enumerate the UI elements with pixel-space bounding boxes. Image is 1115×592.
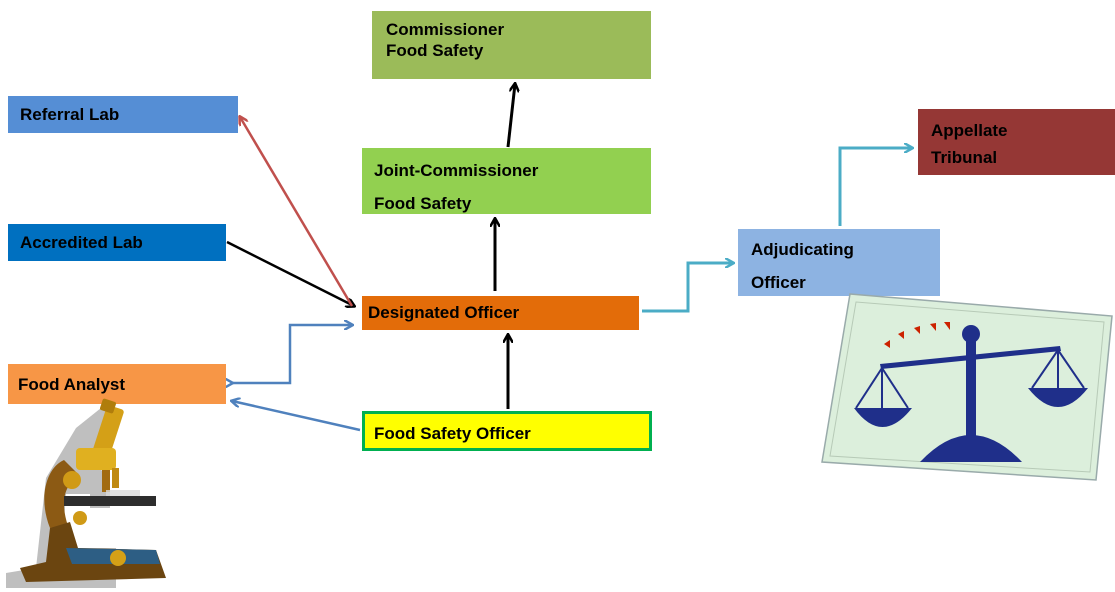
accredited-lab-box: Accredited Lab	[8, 224, 226, 261]
food-analyst-label: Food Analyst	[18, 375, 126, 394]
scales-of-justice-icon	[821, 293, 1113, 481]
commissioner-line1: Commissioner	[386, 20, 505, 39]
accredited-lab-label: Accredited Lab	[20, 233, 143, 252]
food-analyst-box: Food Analyst	[8, 364, 226, 404]
arrow-designated-to-adjudicating	[642, 263, 733, 313]
adjudicating-officer-line2: Officer	[751, 273, 806, 293]
joint-commissioner-line2: Food Safety	[374, 194, 472, 214]
appellate-tribunal-line2: Tribunal	[931, 148, 998, 168]
joint-commissioner-line1: Joint-Commissioner	[374, 161, 539, 180]
adjudicating-officer-line1: Adjudicating	[751, 240, 854, 259]
designated-officer-box: Designated Officer	[362, 296, 639, 330]
arrow-adjudicating-to-appellate	[838, 148, 912, 226]
arrow-joint-to-commissioner	[506, 84, 515, 148]
commissioner-food-safety-box: Commissioner Food Safety	[372, 11, 651, 79]
microscope-icon	[6, 398, 166, 588]
joint-commissioner-box: Joint-Commissioner Food Safety	[362, 148, 651, 214]
arrow-designated-to-referral	[240, 117, 354, 307]
referral-lab-label: Referral Lab	[20, 105, 120, 124]
appellate-tribunal-box: Appellate Tribunal	[918, 109, 1115, 175]
arrow-accredited-to-designated	[226, 240, 354, 306]
designated-officer-label: Designated Officer	[368, 303, 520, 322]
commissioner-line2: Food Safety	[386, 41, 484, 61]
appellate-tribunal-line1: Appellate	[931, 121, 1008, 140]
food-safety-officer-label: Food Safety Officer	[374, 424, 531, 443]
arrow-analyst-designated	[232, 325, 352, 383]
referral-lab-box: Referral Lab	[8, 96, 238, 133]
food-safety-officer-box: Food Safety Officer	[362, 411, 652, 451]
arrow-fso-to-analyst	[232, 401, 361, 432]
adjudicating-officer-box: Adjudicating Officer	[738, 229, 940, 296]
